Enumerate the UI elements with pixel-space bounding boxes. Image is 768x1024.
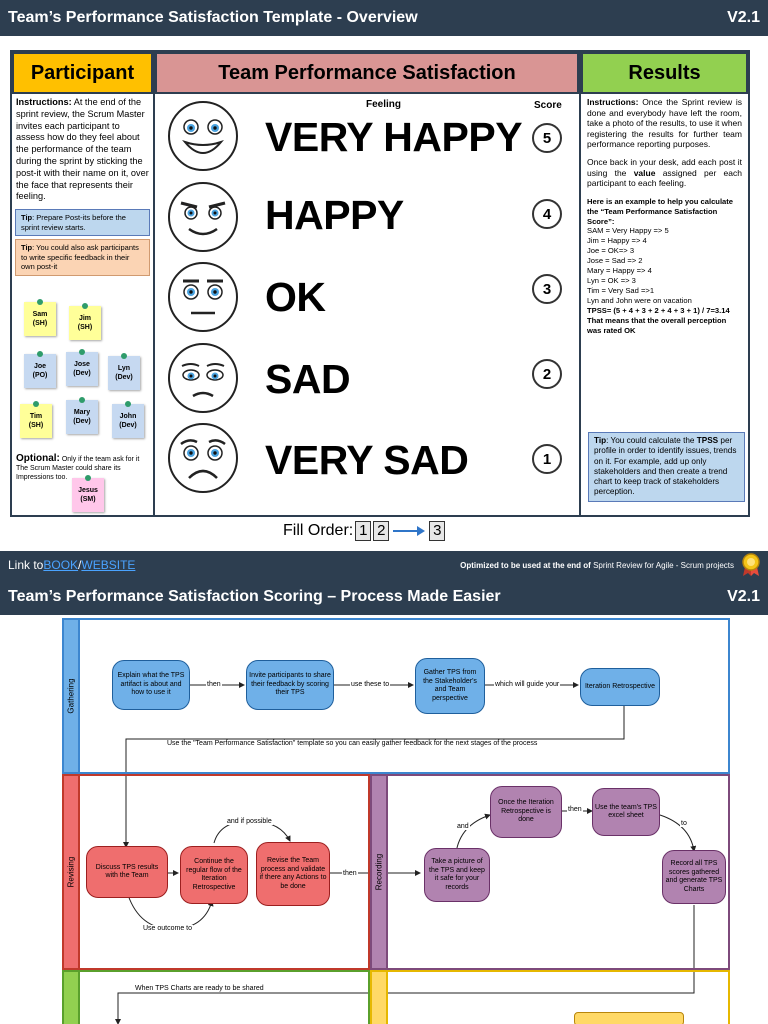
edge-label: then xyxy=(342,870,358,877)
postit-note: John(Dev) xyxy=(112,401,144,438)
fill-step-3: 3 xyxy=(429,521,446,541)
score-header: Score xyxy=(534,100,562,111)
fill-step-2: 2 xyxy=(373,521,390,541)
edge-label: then xyxy=(206,681,222,688)
results-title: Results xyxy=(581,52,748,94)
edge-label: to xyxy=(680,820,688,827)
tip-prepare-postits: Tip: Prepare Post-its before the sprint … xyxy=(15,209,150,237)
fill-step-1: 1 xyxy=(355,521,372,541)
book-link[interactable]: BOOK xyxy=(43,558,79,572)
version-label: V2.1 xyxy=(727,9,760,26)
version-label: V2.1 xyxy=(727,588,760,605)
participant-column: Participant Instructions: At the end of … xyxy=(12,52,155,515)
link-bar: Link to BOOK / WEBSITE Optimized to be u… xyxy=(0,551,768,579)
postit-note: Jose(Dev) xyxy=(66,349,98,386)
website-link[interactable]: WEBSITE xyxy=(81,558,136,572)
process-step-picture: Take a picture of the TPS and keep it sa… xyxy=(424,848,490,902)
process-header: Team’s Performance Satisfaction Scoring … xyxy=(0,579,768,615)
results-column: Results Instructions: Once the Sprint re… xyxy=(581,52,748,515)
process-step-retro-done: Once the Iteration Retrospective is done xyxy=(490,786,562,838)
satisfaction-title: Team Performance Satisfaction xyxy=(155,52,579,94)
reporting-lane xyxy=(370,970,730,1024)
postit-note: Jim(SH) xyxy=(69,303,101,340)
optimized-note: Optimized to be used at the end of Sprin… xyxy=(460,560,734,570)
feeling-very-sad: VERY SAD xyxy=(265,437,469,483)
postit-note: Sam(SH) xyxy=(24,299,56,336)
template-note: Use the "Team Performance Satisfaction" … xyxy=(166,740,539,747)
satisfaction-column: Team Performance Satisfaction Feeling Sc… xyxy=(155,52,581,515)
sharing-lane xyxy=(62,970,370,1024)
gathering-lane: Gathering xyxy=(62,618,730,774)
edge-label: and xyxy=(456,823,470,830)
process-step-discuss: Discuss TPS results with the Team xyxy=(86,846,168,898)
revising-lane: Revising xyxy=(62,774,370,970)
very-sad-face-icon xyxy=(168,423,238,493)
participant-instructions: Instructions: At the end of the sprint r… xyxy=(16,97,149,202)
postit-note: Lyn(Dev) xyxy=(108,353,140,390)
tip-tpss-per-profile: Tip: You could calculate the TPSS per pr… xyxy=(588,432,745,502)
score-3: 3 xyxy=(532,274,562,304)
template-frame: Participant Instructions: At the end of … xyxy=(10,50,750,517)
edge-label: then xyxy=(567,806,583,813)
results-instructions: Instructions: Once the Sprint review is … xyxy=(587,97,742,150)
report-document-shape xyxy=(574,1012,684,1024)
process-step-explain: Explain what the TPS artifact is about a… xyxy=(112,660,190,710)
arrow-right-icon xyxy=(393,526,426,536)
postit-board: Sam(SH) Jim(SH) Joe(PO) Jose(Dev) Lyn(De… xyxy=(12,296,155,516)
process-step-excel: Use the team's TPS excel sheet xyxy=(592,788,660,836)
charts-note: When TPS Charts are ready to be shared xyxy=(134,985,265,992)
feeling-very-happy: VERY HAPPY xyxy=(265,114,523,160)
feeling-sad: SAD xyxy=(265,356,351,402)
postit-note: Joe(PO) xyxy=(24,351,56,388)
feeling-ok: OK xyxy=(265,274,326,320)
optional-note: Optional: Only if the team ask for it Th… xyxy=(16,453,140,482)
medal-icon xyxy=(742,553,760,576)
overview-header: Team’s Performance Satisfaction Template… xyxy=(0,0,768,36)
recording-lane: Recording xyxy=(370,774,730,970)
process-step-gather: Gather TPS from the Stakeholder's and Te… xyxy=(415,658,485,714)
postit-note: Mary(Dev) xyxy=(66,397,98,434)
fill-order: Fill Order: 1 2 3 xyxy=(283,521,446,541)
process-step-record: Record all TPS scores gathered and gener… xyxy=(662,850,726,904)
score-4: 4 xyxy=(532,199,562,229)
postit-note: Tim(SH) xyxy=(20,401,52,438)
gathering-lane-label: Gathering xyxy=(66,678,76,714)
ok-face-icon xyxy=(168,262,238,332)
edge-label: and if possible xyxy=(226,818,273,825)
feeling-header: Feeling xyxy=(366,99,402,110)
process-title: Team’s Performance Satisfaction Scoring … xyxy=(8,588,501,605)
score-1: 1 xyxy=(532,444,562,474)
overview-title: Team’s Performance Satisfaction Template… xyxy=(8,9,418,26)
results-example-intro: Here is an example to help you calculate… xyxy=(587,196,734,226)
happy-face-icon xyxy=(168,182,238,252)
edge-label: which will guide your xyxy=(494,681,561,688)
results-example-lines: SAM = Very Happy => 5 Jim = Happy => 4 J… xyxy=(587,226,730,335)
score-5: 5 xyxy=(532,123,562,153)
process-step-revise: Revise the Team process and validate if … xyxy=(256,842,330,906)
postit-note: Jesus(SM) xyxy=(72,475,104,512)
feeling-happy: HAPPY xyxy=(265,192,404,238)
very-happy-face-icon xyxy=(168,101,238,171)
participant-title: Participant xyxy=(12,52,153,94)
process-step-invite: Invite participants to share their feedb… xyxy=(246,660,334,710)
score-2: 2 xyxy=(532,359,562,389)
process-step-retrospective: Iteration Retrospective xyxy=(580,668,660,706)
tip-specific-feedback: Tip: You could also ask participants to … xyxy=(15,239,150,276)
sad-face-icon xyxy=(168,343,238,413)
recording-lane-label: Recording xyxy=(374,853,384,891)
results-value-paragraph: Once back in your desk, add each post it… xyxy=(587,156,742,189)
revising-lane-label: Revising xyxy=(66,856,76,888)
fill-order-label: Fill Order: xyxy=(283,522,354,539)
edge-label: Use outcome to xyxy=(142,925,194,932)
edge-label: use these to xyxy=(350,681,391,688)
process-step-continue: Continue the regular flow of the Iterati… xyxy=(180,846,248,904)
